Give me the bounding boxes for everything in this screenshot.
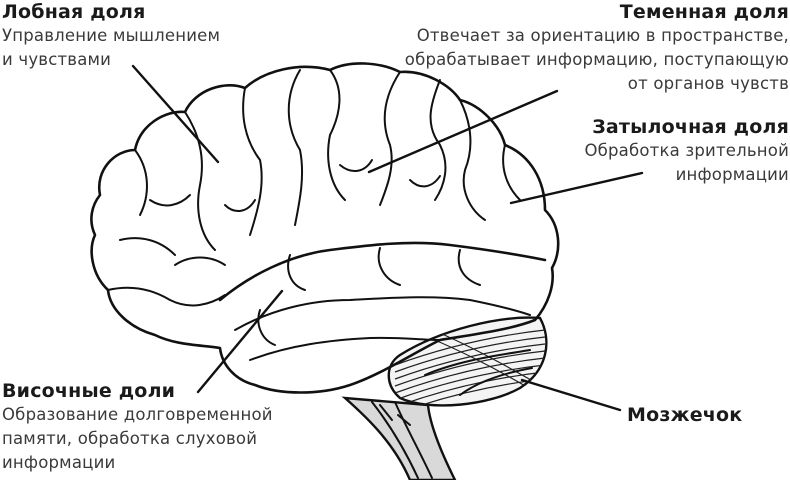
brainstem bbox=[341, 396, 457, 480]
cerebellum bbox=[387, 316, 548, 407]
parietal-lobe-desc-line1: Отвечает за ориентацию в пространстве, bbox=[416, 26, 789, 45]
frontal-lobe-desc-line1: Управление мышлением bbox=[2, 26, 221, 45]
cerebellum-title: Мозжечок bbox=[627, 404, 743, 426]
occipital-lobe-desc-line2: информации bbox=[675, 165, 789, 184]
temporal-lobes-desc-line3: информации bbox=[2, 453, 116, 472]
cerebrum bbox=[90, 62, 560, 394]
leader-cerebellum bbox=[520, 378, 622, 412]
temporal-lobes-desc-line1: Образование долговременной bbox=[2, 405, 273, 424]
label-cerebellum: Мозжечок bbox=[627, 404, 742, 426]
leader-frontal bbox=[131, 64, 220, 164]
occipital-lobe-title: Затылочная доля bbox=[592, 116, 789, 138]
frontal-lobe-desc-line2: и чувствами bbox=[2, 50, 112, 69]
temporal-lobes-title: Височные доли bbox=[2, 380, 176, 402]
parietal-lobe-desc-line3: от органов чувств bbox=[627, 74, 789, 93]
occipital-lobe-desc-line1: Обработка зрительной bbox=[584, 141, 789, 160]
label-frontal-lobe: Лобная доля Управление мышлением и чувст… bbox=[2, 1, 220, 72]
label-occipital-lobe: Затылочная доля Обработка зрительной инф… bbox=[584, 116, 789, 187]
leader-temporal bbox=[196, 289, 284, 394]
parietal-lobe-title: Теменная доля bbox=[619, 1, 789, 23]
label-parietal-lobe: Теменная доля Отвечает за ориентацию в п… bbox=[405, 1, 789, 96]
frontal-lobe-title: Лобная доля bbox=[2, 1, 146, 23]
label-temporal-lobes: Височные доли Образование долговременной… bbox=[2, 380, 273, 475]
leader-parietal bbox=[367, 89, 559, 174]
temporal-lobes-desc-line2: памяти, обработка слуховой bbox=[2, 429, 258, 448]
leader-occipital bbox=[509, 171, 644, 205]
parietal-lobe-desc-line2: обрабатывает информацию, поступающую bbox=[404, 50, 789, 69]
